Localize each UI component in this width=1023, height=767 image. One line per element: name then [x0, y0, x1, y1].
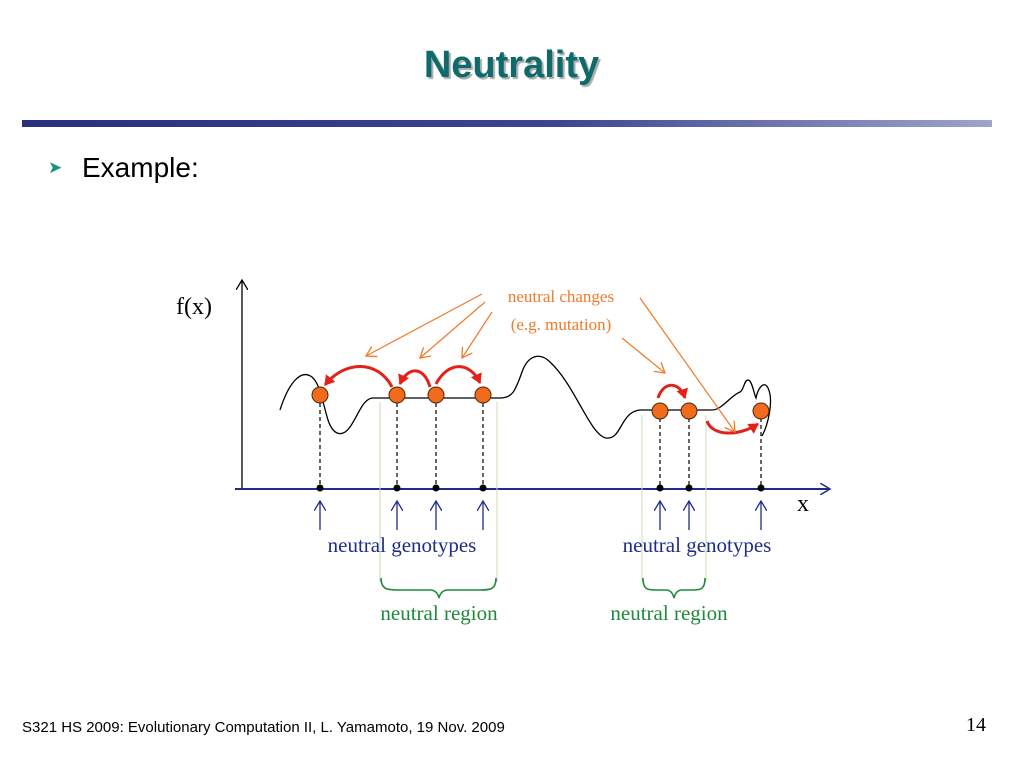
genotype-points: [311, 386, 770, 420]
bullet-text: Example:: [82, 152, 199, 183]
slide-title: Neutrality: [423, 44, 600, 86]
genotypes-label-left: neutral genotypes: [328, 533, 477, 557]
region-label-left: neutral region: [380, 601, 498, 625]
annotation-line-1: neutral changes: [508, 287, 614, 306]
genotypes-label-right: neutral genotypes: [623, 533, 772, 557]
title-underline: [22, 120, 992, 127]
genotype-up-arrows: [320, 501, 761, 530]
region-brace-right: [642, 577, 706, 599]
page-number: 14: [966, 714, 986, 736]
region-brace-left: [380, 577, 497, 599]
x-axis-label: x: [797, 491, 809, 517]
arrow-bullet-icon: ➤: [48, 158, 63, 177]
annotation-arrows: [366, 293, 735, 432]
neutral-region-guides: [379, 402, 707, 582]
annotation-line-2: (e.g. mutation): [511, 315, 612, 334]
mutation-arrows: [323, 365, 759, 435]
fitness-curve: [279, 355, 772, 439]
y-axis-label: f(x): [176, 294, 212, 320]
genotype-dashed-lines: [319, 396, 762, 487]
genotype-axis-points: [316, 484, 765, 492]
slide-footer: S321 HS 2009: Evolutionary Computation I…: [22, 719, 505, 736]
region-label-right: neutral region: [610, 601, 728, 625]
bullet-item: ➤ Example:: [48, 150, 199, 186]
